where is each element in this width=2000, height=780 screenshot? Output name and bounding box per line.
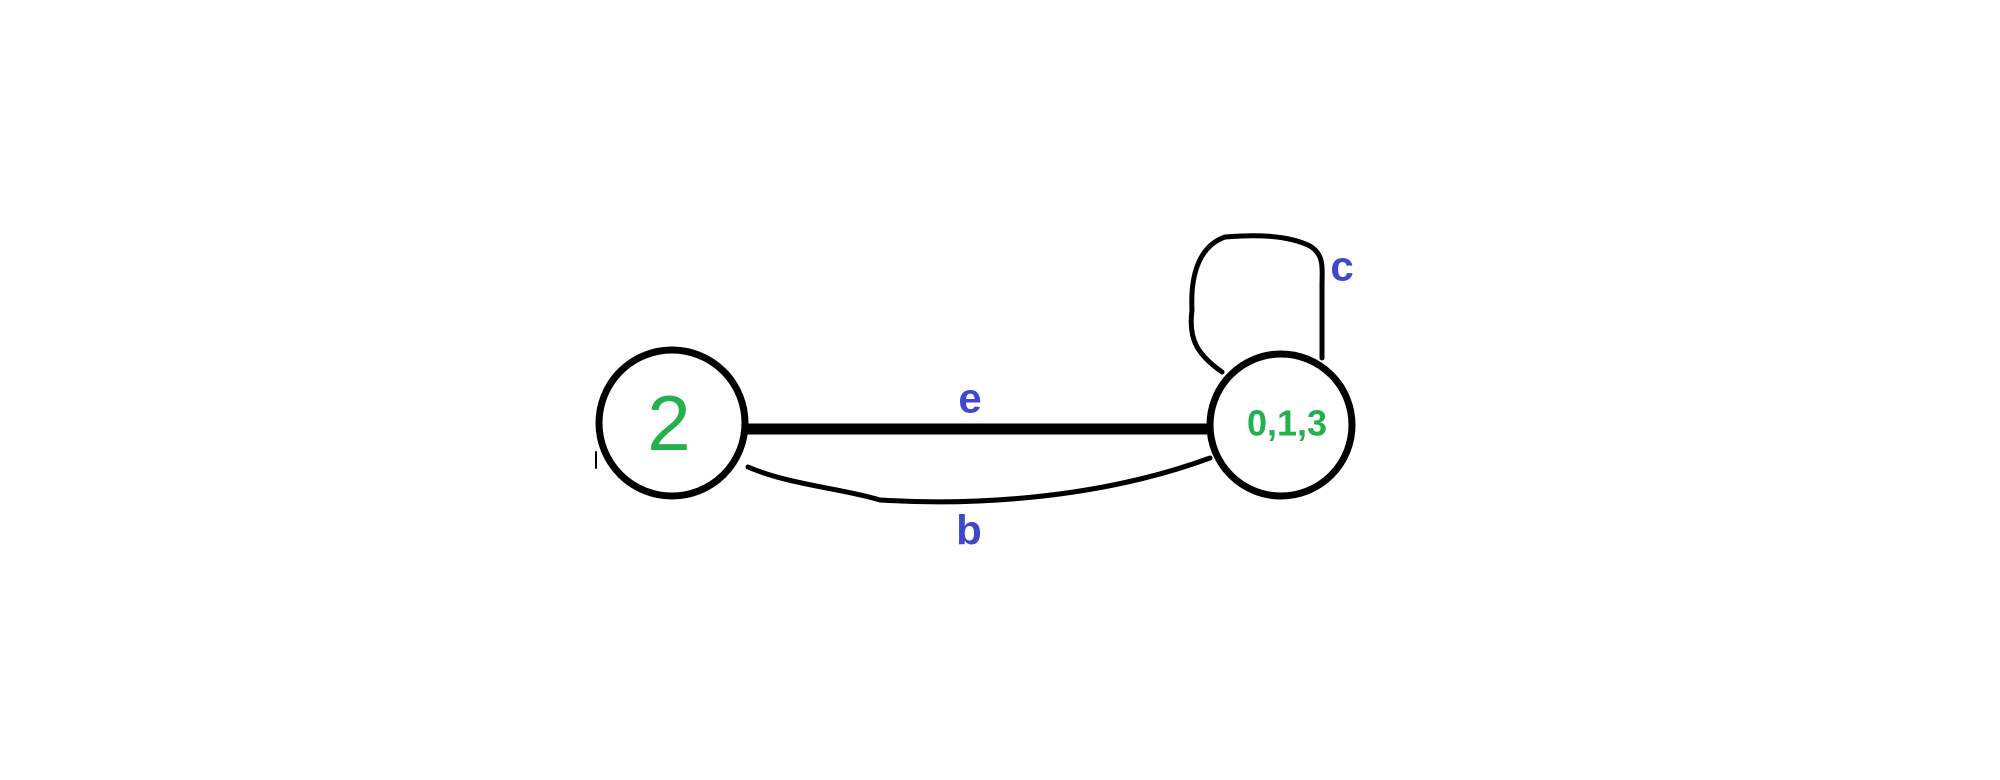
node-013-ring xyxy=(1206,350,1356,500)
edge-e-label: e xyxy=(958,375,981,422)
edge-b-label: b xyxy=(956,507,982,554)
node-2-ring xyxy=(595,346,749,500)
node-013-label: 0,1,3 xyxy=(1247,403,1327,444)
node-2-label: 2 xyxy=(647,379,690,467)
edge-c-loop xyxy=(1188,233,1325,375)
node-2: 2 xyxy=(595,346,749,500)
edge-c-label: c xyxy=(1330,243,1353,290)
node-013: 0,1,3 xyxy=(1206,350,1356,500)
edge-b-line xyxy=(745,455,1213,505)
